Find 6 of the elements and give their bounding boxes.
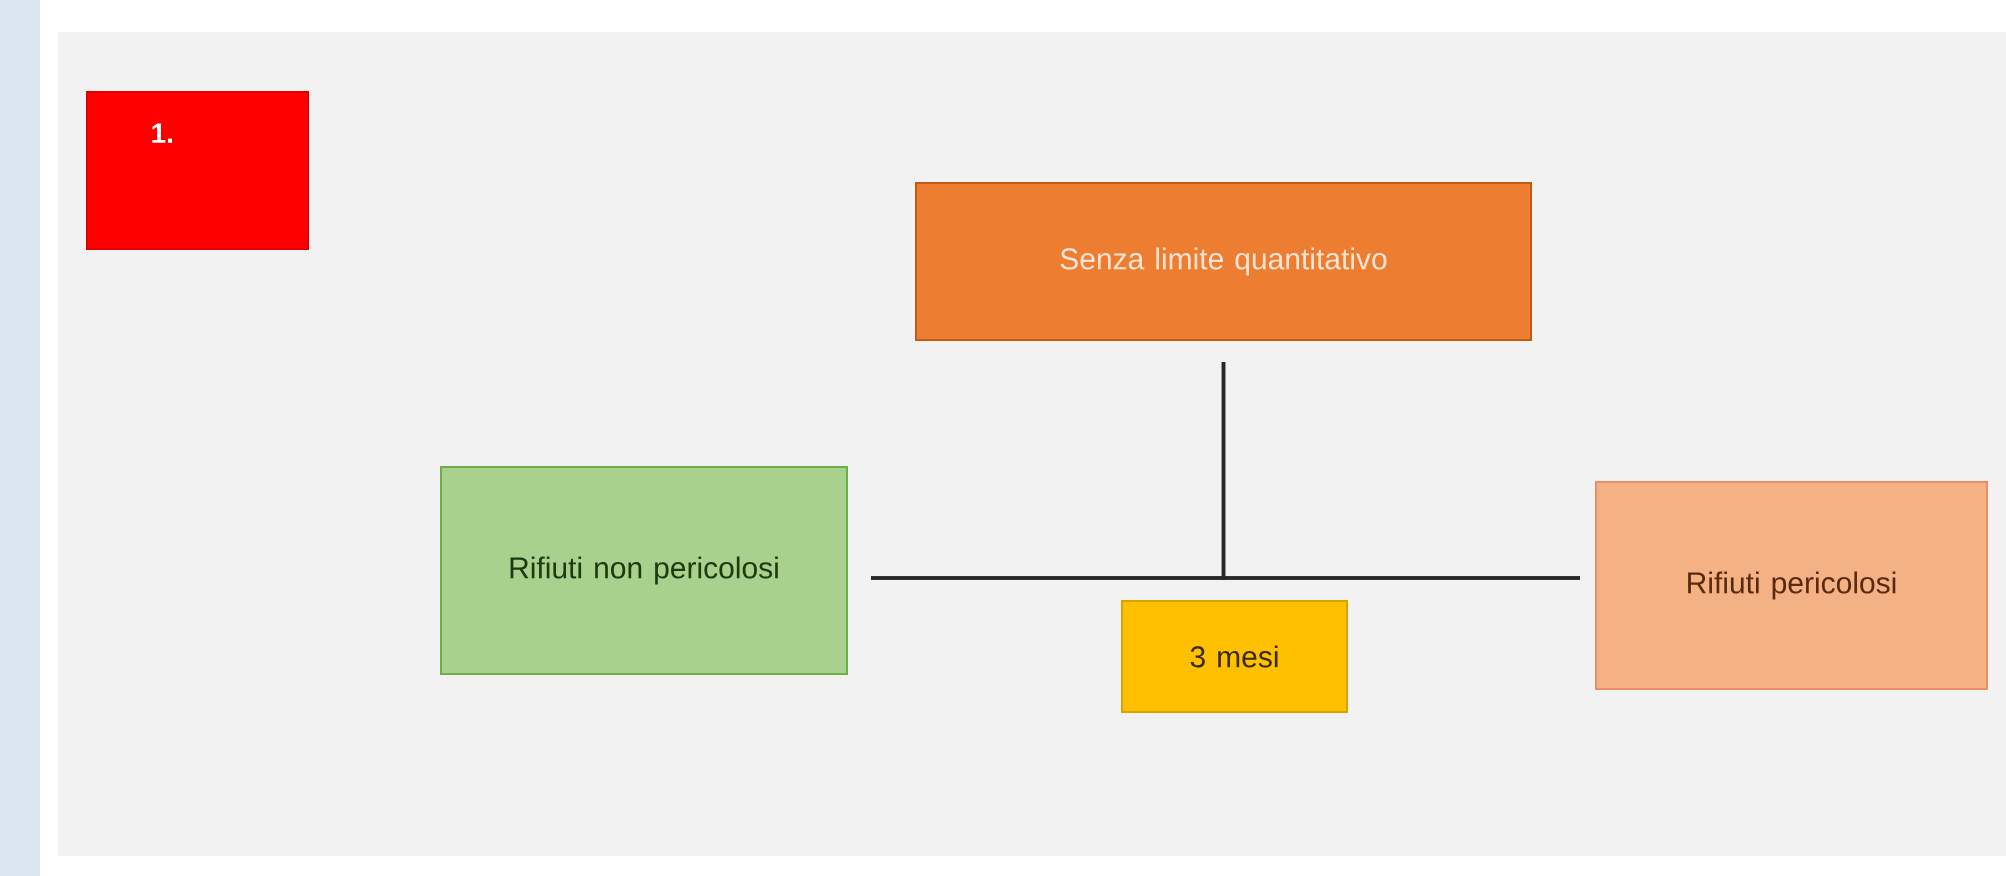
process-box: Senza limite quantitativo xyxy=(915,182,1532,341)
connector-line xyxy=(1221,362,1580,580)
process-box: Rifiuti pericolosi xyxy=(1595,481,1988,690)
process-box: 3 mesi xyxy=(1121,600,1348,713)
number-box: 1. xyxy=(86,91,309,250)
process-box: Rifiuti non pericolosi xyxy=(440,466,848,675)
